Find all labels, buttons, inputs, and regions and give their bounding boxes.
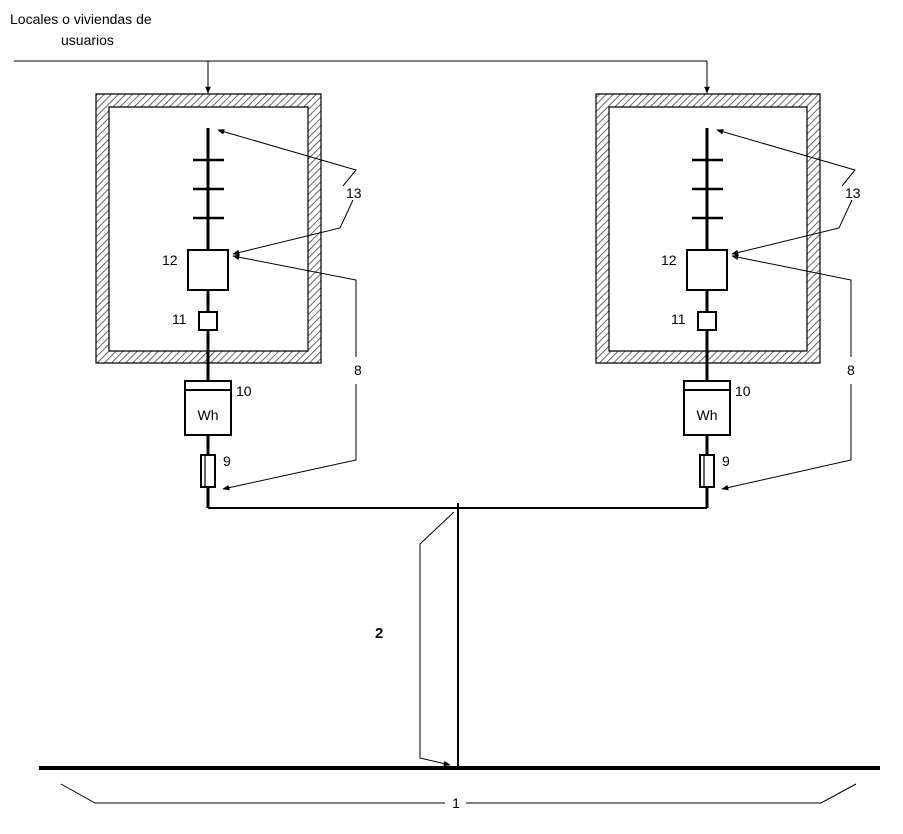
premises-wall-right bbox=[595, 93, 821, 364]
header-title-line2: usuarios bbox=[61, 32, 114, 48]
panel-label-right: 12 bbox=[661, 252, 677, 268]
feeder-bracket bbox=[419, 511, 455, 767]
meter-label-right: 10 bbox=[735, 383, 751, 399]
bus-bracket-right bbox=[466, 783, 857, 804]
fuse-right bbox=[699, 454, 715, 488]
fuse-left bbox=[200, 454, 216, 488]
switch-label-left: 11 bbox=[172, 311, 187, 327]
leader-13-panel-right bbox=[731, 199, 853, 256]
fuse-label-left: 9 bbox=[223, 453, 231, 469]
switch-box-right bbox=[697, 311, 717, 331]
wiring-label-left: 8 bbox=[354, 362, 362, 378]
leader-8-fuse-right bbox=[721, 384, 852, 491]
circuits-label-right: 13 bbox=[845, 185, 861, 201]
panel-label-left: 12 bbox=[162, 252, 178, 268]
meter-unit-label-left: Wh bbox=[198, 407, 219, 423]
panel-box-right bbox=[686, 249, 728, 291]
bus-bracket-left bbox=[60, 783, 445, 804]
leader-13-top-right bbox=[716, 129, 856, 187]
feeder-system: 2 1 bbox=[39, 503, 880, 811]
premises-wall-left bbox=[95, 93, 322, 364]
fuse-label-right: 9 bbox=[722, 453, 730, 469]
meter-label-left: 10 bbox=[236, 383, 252, 399]
leader-8-fuse-left bbox=[222, 384, 357, 491]
leader-13-panel-left bbox=[232, 199, 354, 256]
premises-right: Wh 12 11 10 9 13 8 bbox=[595, 93, 861, 508]
bus-label: 1 bbox=[452, 795, 460, 811]
header-bracket bbox=[14, 60, 710, 94]
feeder-label: 2 bbox=[375, 625, 383, 642]
leader-8-panel-right bbox=[731, 254, 852, 357]
premises-left: Wh 12 11 10 9 13 8 bbox=[95, 93, 362, 508]
wiring-label-right: 8 bbox=[847, 362, 855, 378]
switch-box-left bbox=[198, 311, 218, 331]
header-title-line1: Locales o viviendas de bbox=[10, 11, 152, 27]
leader-8-panel-left bbox=[232, 254, 357, 357]
panel-box-left bbox=[187, 249, 229, 291]
circuits-label-left: 13 bbox=[346, 185, 362, 201]
switch-label-right: 11 bbox=[671, 311, 686, 327]
leader-13-top-left bbox=[217, 129, 357, 187]
meter-unit-label-right: Wh bbox=[697, 407, 718, 423]
